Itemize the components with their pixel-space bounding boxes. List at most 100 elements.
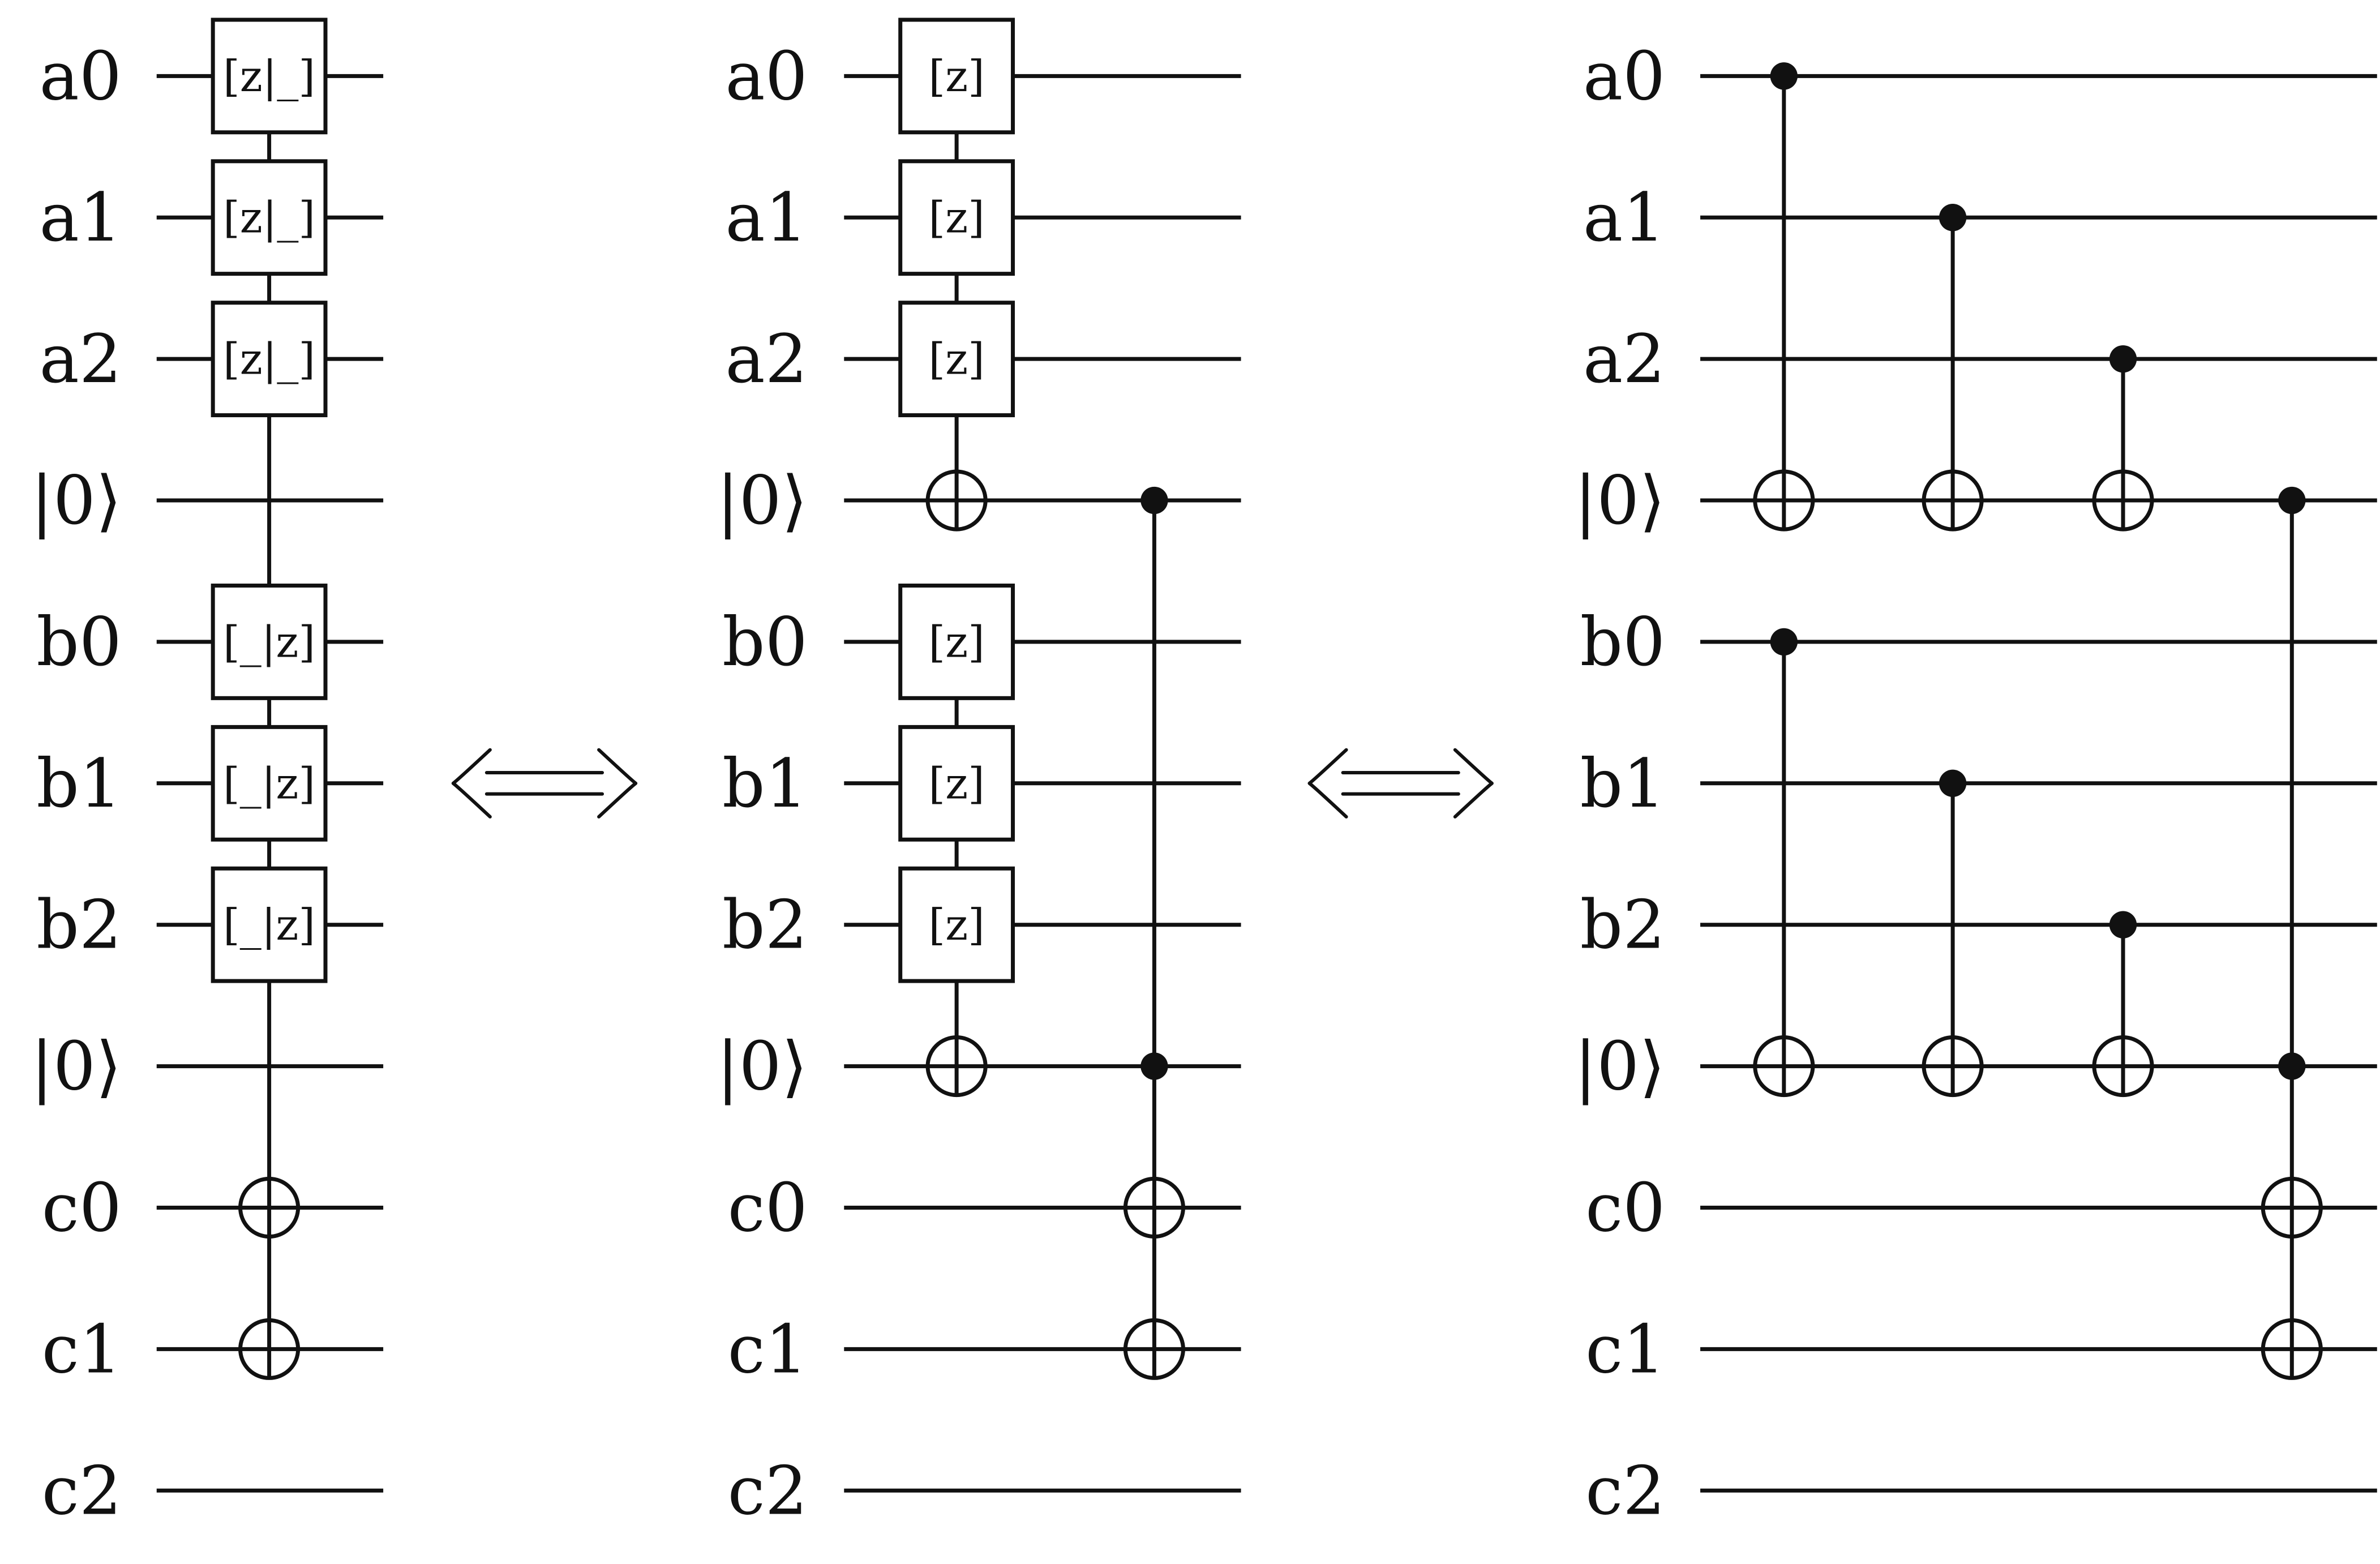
qubit-label-3: |0⟩ (717, 461, 808, 539)
gate-a2: [z|_] (211, 301, 328, 418)
qubit-label-8: c0 (42, 1168, 122, 1246)
target-anc-b (925, 1035, 988, 1098)
panel-1: a0 a1 a2 |0⟩ b0 b1 b2 |0⟩ c0 c1 c2 [z|_] [z|_] [z|_] [… (31, 18, 384, 1529)
control-b1 (1939, 769, 1967, 797)
qubit-label-8: c0 (1585, 1168, 1665, 1246)
gate-a2-box (898, 301, 1015, 418)
equivalence-arrow-1 (451, 748, 638, 819)
gate-b1-box (898, 725, 1015, 842)
gate-a0: [z] (898, 18, 1015, 135)
gate-b0-label: [_|z] (223, 616, 315, 667)
panel-2: a0 a1 a2 |0⟩ b0 b1 b2 |0⟩ c0 c1 c2 [z] [z] [z] [z] [z] [… (717, 18, 1241, 1529)
qubit-label-4: b0 (1580, 603, 1666, 681)
target-anc-b-0 (1753, 1035, 1815, 1098)
target-c0 (238, 1176, 301, 1239)
qubit-label-10: c2 (728, 1451, 808, 1529)
gate-b0: [z] (898, 583, 1015, 700)
qubit-label-7: |0⟩ (717, 1027, 808, 1105)
qubit-label-7: |0⟩ (31, 1027, 122, 1105)
gate-a2-label: [z] (928, 334, 984, 384)
gate-b1-box (211, 725, 328, 842)
equivalence-arrow-2-path (1307, 748, 1494, 819)
qubit-label-9: c1 (1585, 1310, 1665, 1388)
qubit-label-7: |0⟩ (1574, 1027, 1665, 1105)
gate-b2-label: [_|z] (223, 899, 315, 950)
qubit-label-9: c1 (42, 1310, 122, 1388)
gate-a0: [z|_] (211, 18, 328, 135)
gate-a0-label: [z|_] (223, 51, 315, 101)
control-a0 (1770, 62, 1798, 90)
qubit-label-1: a1 (40, 178, 122, 256)
qubit-label-1: a1 (725, 178, 807, 256)
gate-a1-box (898, 159, 1015, 276)
qubit-label-5: b1 (1580, 744, 1666, 822)
gate-a0-box (211, 18, 328, 135)
qubit-label-0: a0 (1583, 37, 1665, 115)
gate-b0-box (898, 583, 1015, 700)
qubit-label-9: c1 (728, 1310, 808, 1388)
panel-3: a0 a1 a2 |0⟩ b0 b1 b2 |0⟩ c0 c1 c2 (1574, 37, 2377, 1529)
control-a2 (2109, 345, 2137, 373)
qubit-label-5: b1 (722, 744, 808, 822)
gate-b0-label: [z] (928, 616, 984, 667)
gate-a0-label: [z] (928, 51, 984, 101)
gate-b0-box (211, 583, 328, 700)
gate-a2-box (211, 301, 328, 418)
gate-a1: [z] (898, 159, 1015, 276)
gate-b2-box (898, 866, 1015, 983)
gate-a1: [z|_] (211, 159, 328, 276)
control-anc-a (1140, 486, 1168, 515)
gate-b2: [z] (898, 866, 1015, 983)
qubit-label-10: c2 (1585, 1451, 1665, 1529)
target-anc-a (925, 469, 988, 532)
control-b0 (1770, 628, 1798, 656)
qubit-label-6: b2 (722, 886, 808, 964)
control-b2 (2109, 911, 2137, 939)
target-anc-a-2 (2092, 469, 2154, 532)
control-anc-a (2278, 486, 2306, 515)
target-anc-a-1 (1922, 469, 1984, 532)
qubit-label-8: c0 (728, 1168, 808, 1246)
gate-a2: [z] (898, 301, 1015, 418)
gate-a1-label: [z] (928, 192, 984, 243)
qubit-label-5: b1 (36, 744, 122, 822)
gate-b1-label: [z] (928, 758, 984, 808)
qubit-label-4: b0 (36, 603, 122, 681)
target-c0 (1123, 1176, 1185, 1239)
equivalence-arrow-1-path (451, 748, 638, 819)
gate-a1-box (211, 159, 328, 276)
target-c1 (238, 1318, 301, 1380)
qubit-label-0: a0 (40, 37, 122, 115)
target-anc-b-2 (2092, 1035, 2154, 1098)
qubit-label-1: a1 (1583, 178, 1665, 256)
control-anc-b (2278, 1052, 2306, 1080)
qubit-label-2: a2 (725, 320, 807, 398)
qubit-label-2: a2 (40, 320, 122, 398)
qubit-label-2: a2 (1583, 320, 1665, 398)
gate-a1-label: [z|_] (223, 192, 315, 243)
qubit-label-0: a0 (725, 37, 807, 115)
gate-b2-box (211, 866, 328, 983)
target-c1 (2261, 1318, 2323, 1380)
target-anc-a-0 (1753, 469, 1815, 532)
gate-b0: [_|z] (211, 583, 328, 700)
qubit-label-6: b2 (36, 886, 122, 964)
control-anc-b (1140, 1052, 1168, 1080)
qubit-label-10: c2 (42, 1451, 122, 1529)
equivalence-arrow-2 (1307, 748, 1494, 819)
gate-b2-label: [z] (928, 899, 984, 950)
qubit-label-4: b0 (722, 603, 808, 681)
control-a1 (1939, 204, 1967, 232)
gate-b1: [_|z] (211, 725, 328, 842)
target-c0 (2261, 1176, 2323, 1239)
gate-b1-label: [_|z] (223, 758, 315, 808)
qubit-label-3: |0⟩ (1574, 461, 1665, 539)
gate-a2-label: [z|_] (223, 334, 315, 384)
gate-b1: [z] (898, 725, 1015, 842)
qubit-label-3: |0⟩ (31, 461, 122, 539)
gate-b2: [_|z] (211, 866, 328, 983)
qubit-label-6: b2 (1580, 886, 1666, 964)
target-c1 (1123, 1318, 1185, 1380)
target-anc-b-1 (1922, 1035, 1984, 1098)
